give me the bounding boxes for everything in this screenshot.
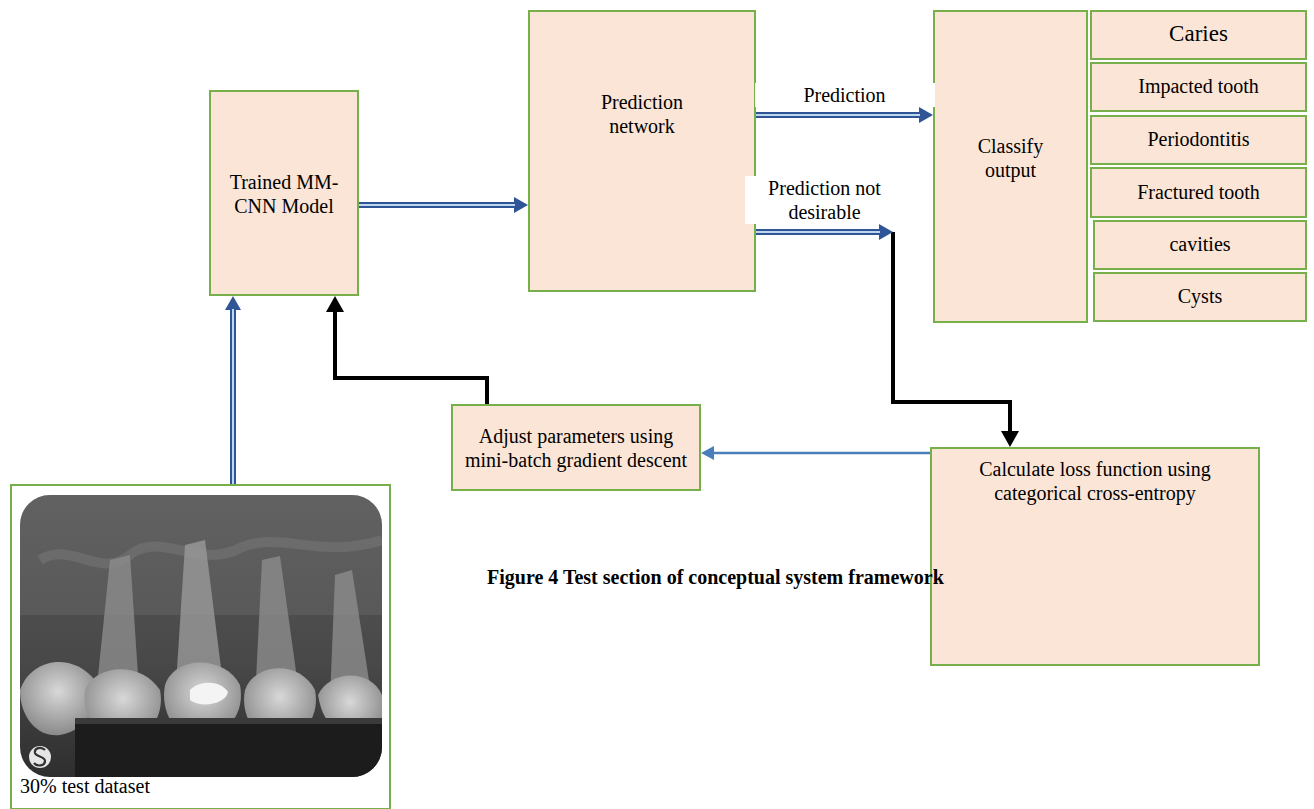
xray-image [20,495,382,777]
connector [225,296,241,484]
connector [359,197,528,213]
edge-label: Prediction [755,83,935,107]
node-text: Periodontitis [1147,127,1249,151]
node-text: Impacted tooth [1138,74,1259,98]
connector [756,107,933,123]
connector-inner [359,204,515,206]
process-box: Adjust parameters using mini-batch gradi… [451,404,701,491]
arrow-head [514,197,528,213]
figure-caption: Figure 4 Test section of conceptual syst… [487,566,944,589]
model-box: Trained MM-CNN Model [209,90,359,296]
connector-inner [756,114,920,116]
node-text: Prediction network [587,90,697,138]
class-box: Caries [1090,10,1307,60]
connector-line [359,202,515,208]
process-box: Prediction network [528,10,756,292]
class-box: Fractured tooth [1090,167,1307,218]
process-box: Classify output [933,10,1088,323]
arrow-head [919,107,933,123]
node-text: cavities [1169,232,1230,256]
arrow-head [1001,431,1019,447]
arrow-head [326,296,344,312]
node-text: Caries [1169,20,1228,48]
node-text: Cysts [1178,284,1222,308]
connector-inner [756,231,880,233]
connector-line [335,311,487,404]
connector-line [756,229,880,235]
class-box: Cysts [1093,272,1307,322]
node-text: Fractured tooth [1137,180,1260,204]
edge-label: Prediction not desirable [745,176,905,224]
node-text: 30% test dataset [20,774,150,798]
connector-line [713,452,930,455]
connector-line [230,309,236,484]
arrow-head [225,296,241,310]
node-text: Calculate loss function using categorica… [940,457,1250,505]
class-box: Periodontitis [1090,115,1307,165]
arrow-head [701,446,714,460]
connector-inner [232,309,234,484]
node-text: Trained MM-CNN Model [219,170,349,218]
node-text: Classify output [963,134,1058,182]
process-box: Calculate loss function using categorica… [930,447,1260,666]
class-box: Impacted tooth [1090,62,1307,112]
connector [701,446,930,460]
connector [326,296,487,404]
class-box: cavities [1093,220,1307,270]
connector-line [756,112,920,118]
arrow-head [879,224,893,240]
node-text: Adjust parameters using mini-batch gradi… [461,424,691,472]
dataset-frame: 30% test dataset [10,484,391,809]
